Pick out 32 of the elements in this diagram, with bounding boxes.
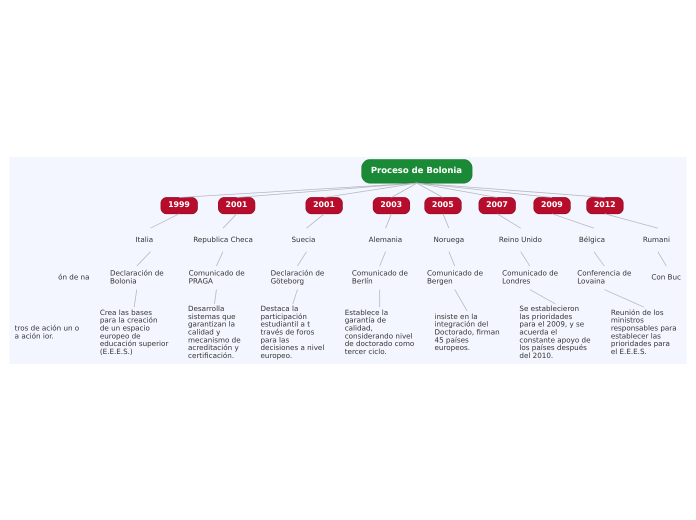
connector [552, 212, 594, 228]
node-box: Proceso de Bolonia [361, 158, 472, 183]
connector [297, 250, 307, 266]
connector [306, 212, 325, 228]
connector [657, 250, 667, 266]
connector [416, 182, 498, 198]
connector [442, 212, 450, 228]
connector [604, 288, 645, 308]
connector [178, 182, 418, 198]
connector [292, 288, 298, 304]
connector [214, 288, 217, 304]
connector [529, 288, 556, 304]
connector [150, 212, 180, 228]
connector [236, 182, 418, 198]
connector [416, 182, 606, 198]
connector [604, 212, 658, 228]
connector [391, 182, 418, 198]
connector [216, 250, 224, 266]
connector [385, 212, 392, 228]
connector [416, 182, 552, 198]
connector [134, 288, 138, 308]
connector [222, 212, 238, 228]
connector [136, 250, 151, 266]
connector [496, 212, 522, 228]
connector [448, 250, 456, 266]
connector [416, 182, 444, 198]
connector [454, 288, 468, 311]
connector [379, 288, 380, 308]
connector [520, 250, 530, 266]
connector [324, 182, 418, 198]
connector [593, 250, 605, 266]
connector [379, 250, 386, 266]
